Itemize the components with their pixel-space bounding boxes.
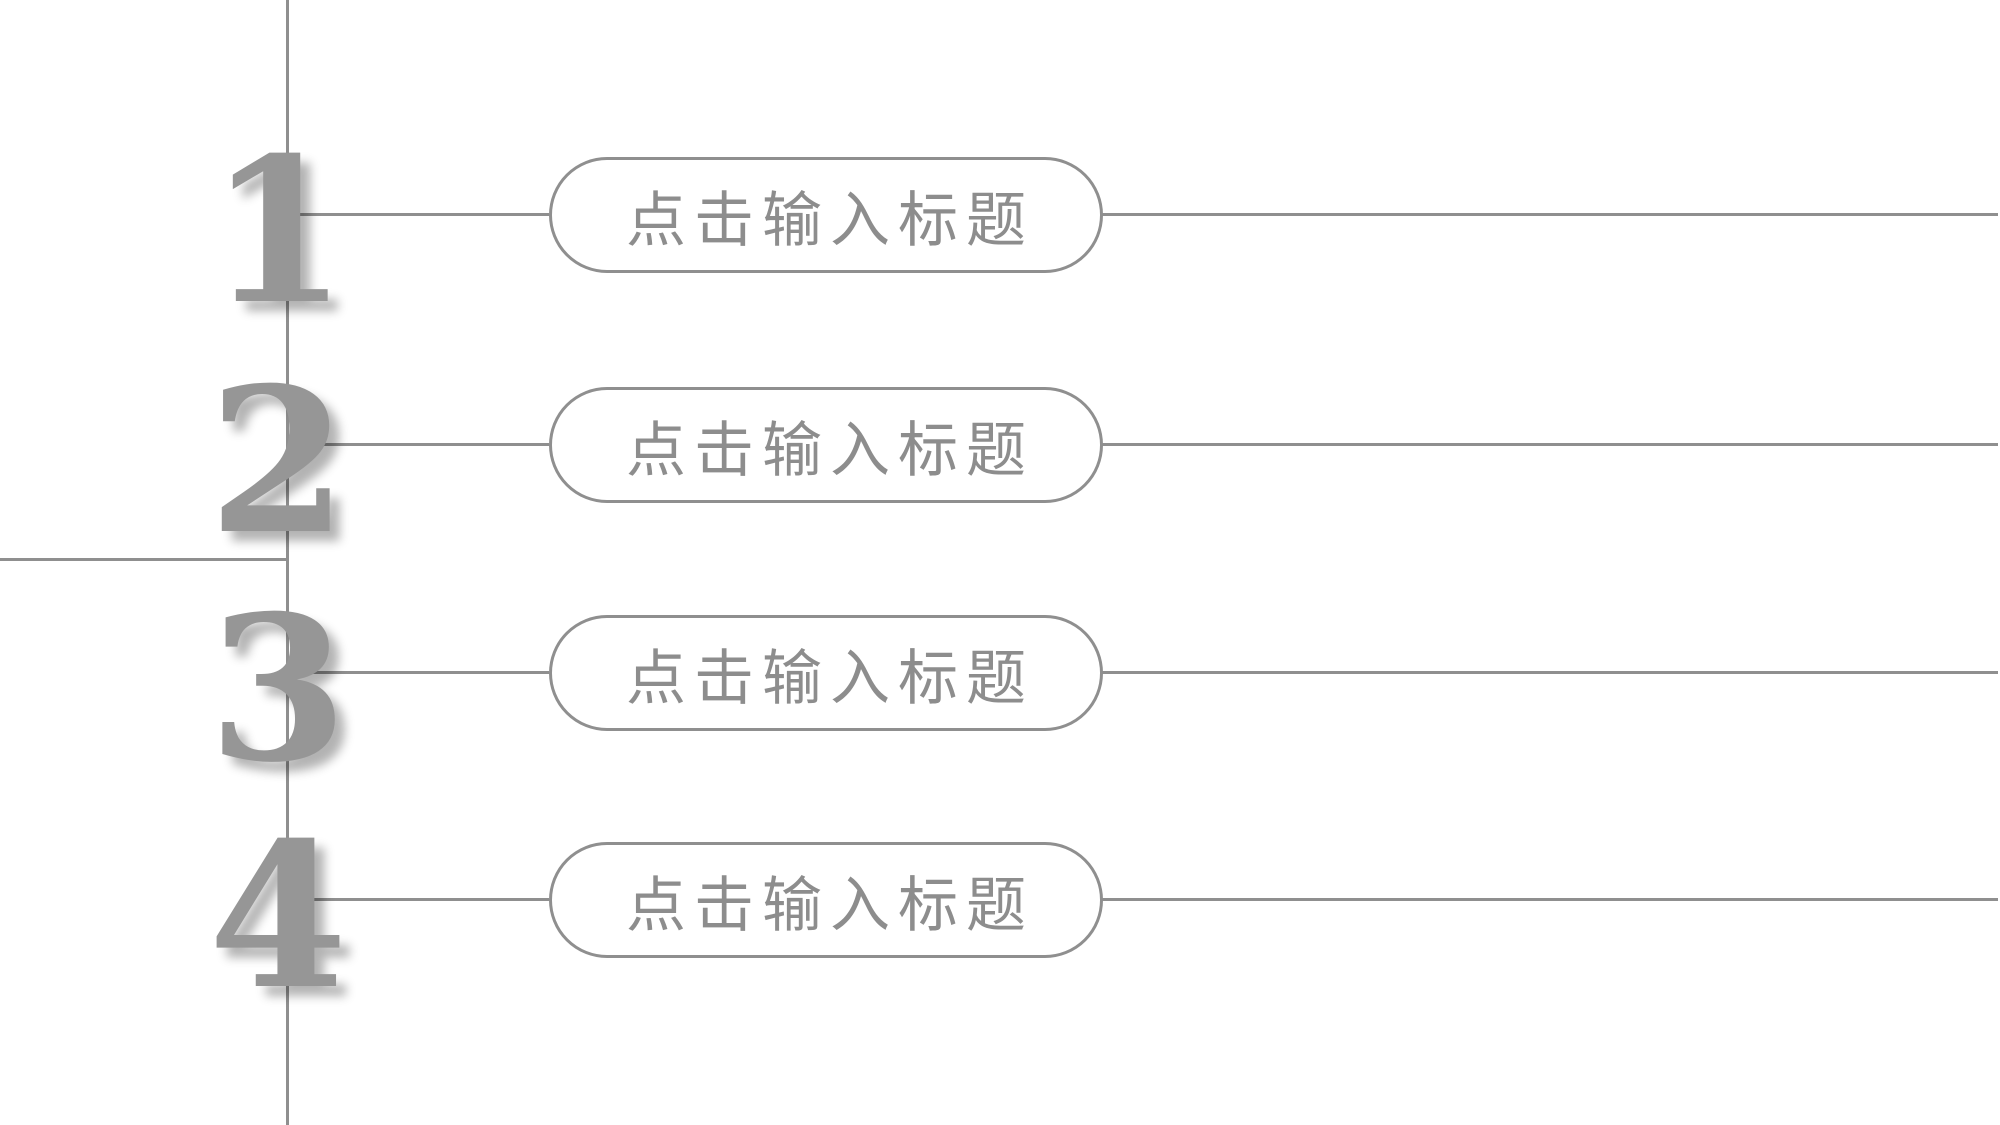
connector-line-left [288,213,549,216]
title-placeholder-text: 点击输入标题 [626,416,1034,484]
step-number: 4 [208,799,348,1034]
title-placeholder-text: 点击输入标题 [626,871,1034,939]
timeline-row-3: 3 点击输入标题 [0,563,2000,807]
timeline-row-4: 4 点击输入标题 [0,790,2000,1034]
left-edge-line [0,558,289,561]
title-placeholder[interactable]: 点击输入标题 [549,157,1103,273]
connector-line-right [1100,443,1998,446]
timeline-row-2: 2 点击输入标题 [0,335,2000,579]
connector-line-left [288,443,549,446]
title-placeholder-text: 点击输入标题 [626,186,1034,254]
step-number: 2 [208,344,348,579]
timeline-row-1: 1 点击输入标题 [0,105,2000,349]
connector-line-left [288,898,549,901]
title-placeholder[interactable]: 点击输入标题 [549,387,1103,503]
title-placeholder[interactable]: 点击输入标题 [549,615,1103,731]
connector-line-right [1100,898,1998,901]
title-placeholder[interactable]: 点击输入标题 [549,842,1103,958]
connector-line-right [1100,671,1998,674]
step-number: 3 [208,572,348,807]
step-number: 1 [208,114,348,349]
vertical-axis-line [286,0,289,1125]
title-placeholder-text: 点击输入标题 [626,644,1034,712]
connector-line-right [1100,213,1998,216]
connector-line-left [288,671,549,674]
